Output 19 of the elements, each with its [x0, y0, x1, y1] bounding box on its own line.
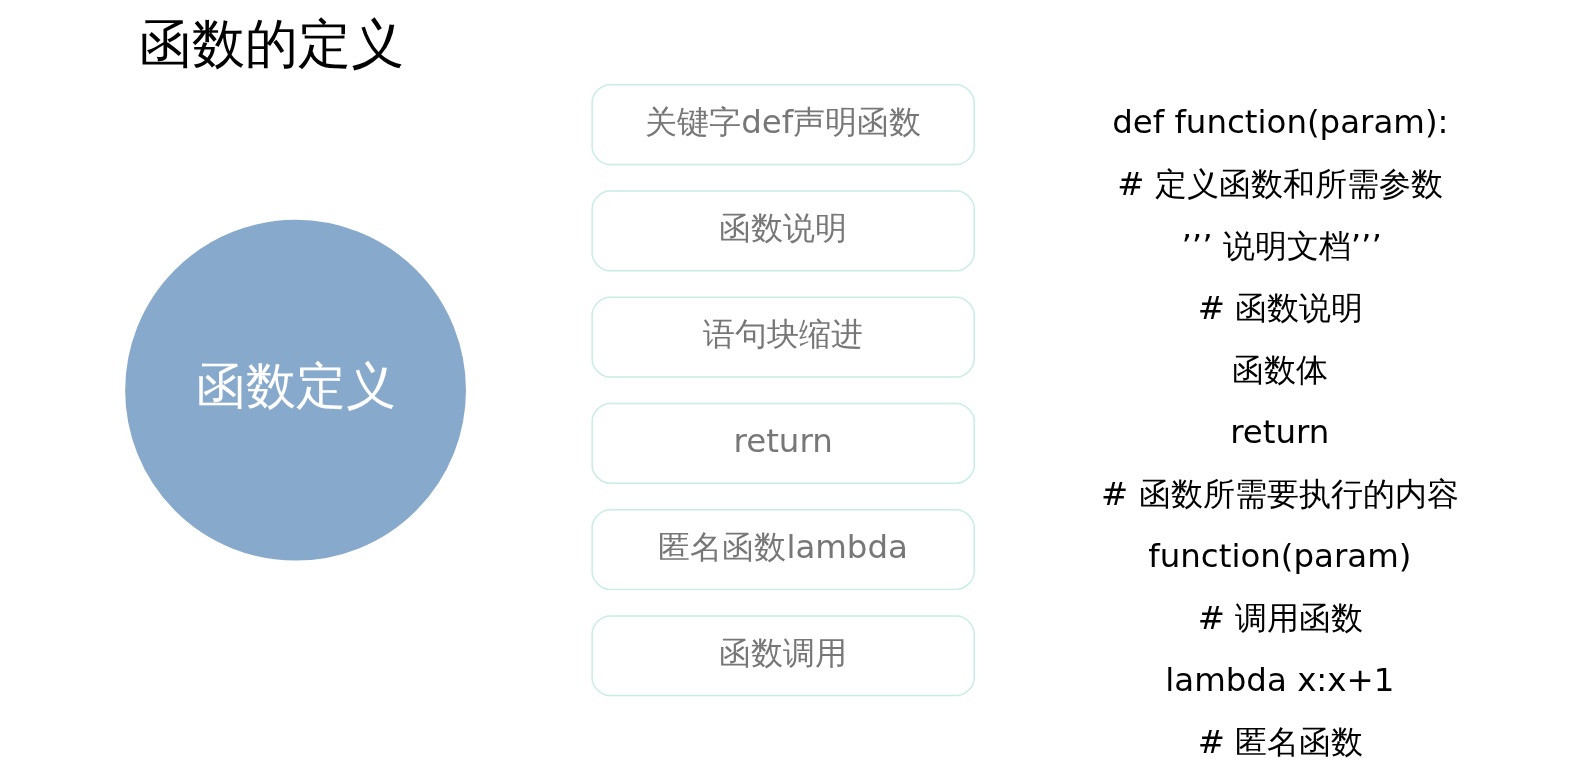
label: 函数体 [1232, 350, 1329, 389]
node-box: return [591, 402, 975, 484]
node-circle: 函数定义 [125, 219, 466, 561]
label: def function(param): [1112, 102, 1449, 141]
label: # 定义函数和所需参数 [1117, 164, 1443, 203]
label: lambda x:x+1 [1165, 660, 1395, 699]
label: # 匿名函数 [1197, 722, 1364, 761]
diagram-title: 函数的定义 [138, 15, 404, 74]
node-box: 匿名函数lambda [591, 509, 975, 591]
node-box: 语句块缩进 [591, 296, 975, 378]
node-box: 函数说明 [591, 190, 975, 272]
label: function(param) [1148, 536, 1412, 575]
label: ’’’ 说明文档’’’ [1181, 226, 1382, 265]
node-box: 关键字def声明函数 [591, 84, 975, 166]
label: # 函数所需要执行的内容 [1101, 474, 1459, 513]
label: # 调用函数 [1197, 598, 1364, 637]
label: return [1230, 412, 1330, 451]
node-box: 函数调用 [591, 615, 975, 697]
label: # 函数说明 [1197, 288, 1364, 327]
